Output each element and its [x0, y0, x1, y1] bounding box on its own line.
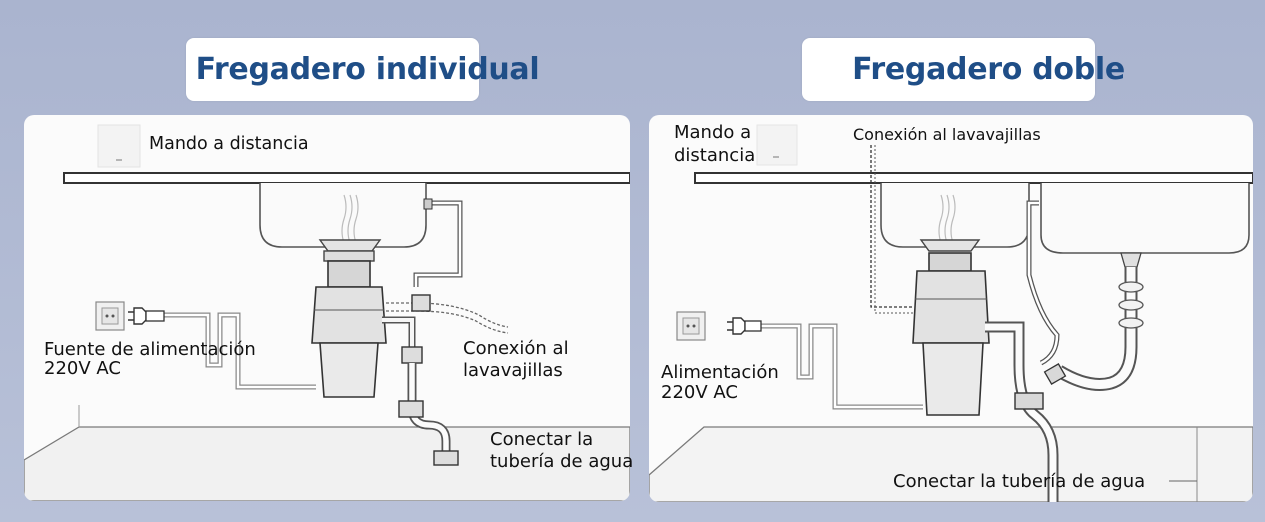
- single-sink-drawing: [24, 124, 630, 501]
- single-sink-title-box: Fregadero individual: [186, 38, 540, 101]
- water-stream: [341, 194, 359, 244]
- plug: [133, 307, 147, 325]
- cabinet-floor: [649, 426, 1253, 502]
- double-sink-title-box: Fregadero doble: [802, 38, 1125, 101]
- plug: [732, 317, 746, 335]
- cabinet-floor: [24, 426, 630, 501]
- dishwasher-hose: [386, 302, 509, 328]
- disposer-flange: [327, 260, 371, 288]
- remote-control: [756, 124, 798, 166]
- disposer-motor: [922, 342, 984, 416]
- remote-label-line2: distancia: [674, 145, 756, 166]
- double-sink-drawing: [649, 124, 1253, 502]
- right-sink-bowl: [1040, 183, 1250, 254]
- water-label: Conectar la tubería de agua: [893, 471, 1146, 492]
- single-sink-title: Fregadero individual: [195, 52, 540, 87]
- left-sink-bowl: [880, 183, 1030, 248]
- dishwasher-line: [870, 145, 913, 308]
- disposer-body: [311, 286, 387, 344]
- power-label-line2: 220V AC: [661, 382, 738, 403]
- water-label-line2: tubería de agua: [490, 451, 634, 472]
- dishwasher-label-line1: Conexión al: [463, 338, 569, 359]
- disposer-body: [912, 270, 990, 344]
- disposer-motor: [319, 342, 379, 398]
- power-label-line2: 220V AC: [44, 358, 121, 379]
- dishwasher-label: Conexión al lavavajillas: [853, 125, 1041, 144]
- dishwasher-label-line2: lavavajillas: [463, 360, 563, 381]
- power-label-line1: Alimentación: [661, 362, 779, 383]
- remote-label: Mando a distancia: [149, 134, 309, 154]
- single-sink-panel: [24, 115, 630, 501]
- countertop: [694, 172, 1253, 184]
- remote-label-line1: Mando a: [674, 122, 752, 143]
- water-label-line1: Conectar la: [490, 429, 594, 450]
- double-sink-panel: [649, 115, 1253, 502]
- countertop: [63, 172, 630, 184]
- remote-control: [97, 124, 141, 168]
- power-label-line1: Fuente de alimentación: [44, 339, 256, 360]
- double-sink-title: Fregadero doble: [852, 52, 1125, 87]
